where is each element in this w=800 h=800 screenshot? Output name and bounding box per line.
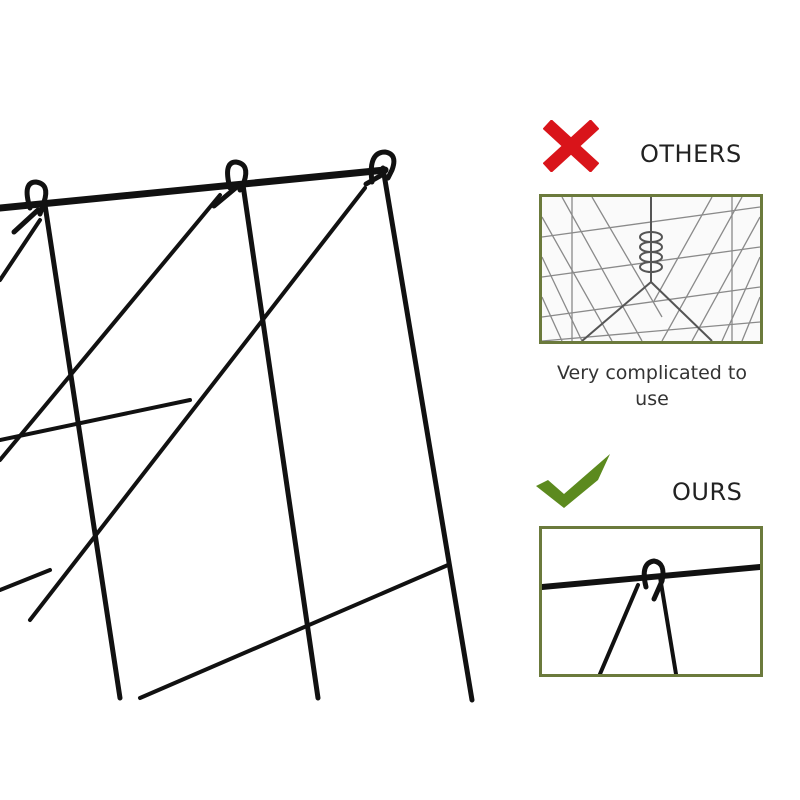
checkmark-icon	[536, 454, 610, 508]
x-icon	[543, 120, 599, 172]
others-caption: Very complicated to use	[557, 362, 747, 410]
others-label: OTHERS	[640, 140, 742, 168]
ours-detail-panel	[539, 526, 763, 677]
others-detail-panel	[539, 194, 763, 344]
ours-label: OURS	[672, 478, 743, 506]
trellis-product-photo	[0, 149, 475, 703]
others-mesh-closeup	[542, 197, 760, 341]
ours-hook-closeup	[542, 558, 760, 674]
